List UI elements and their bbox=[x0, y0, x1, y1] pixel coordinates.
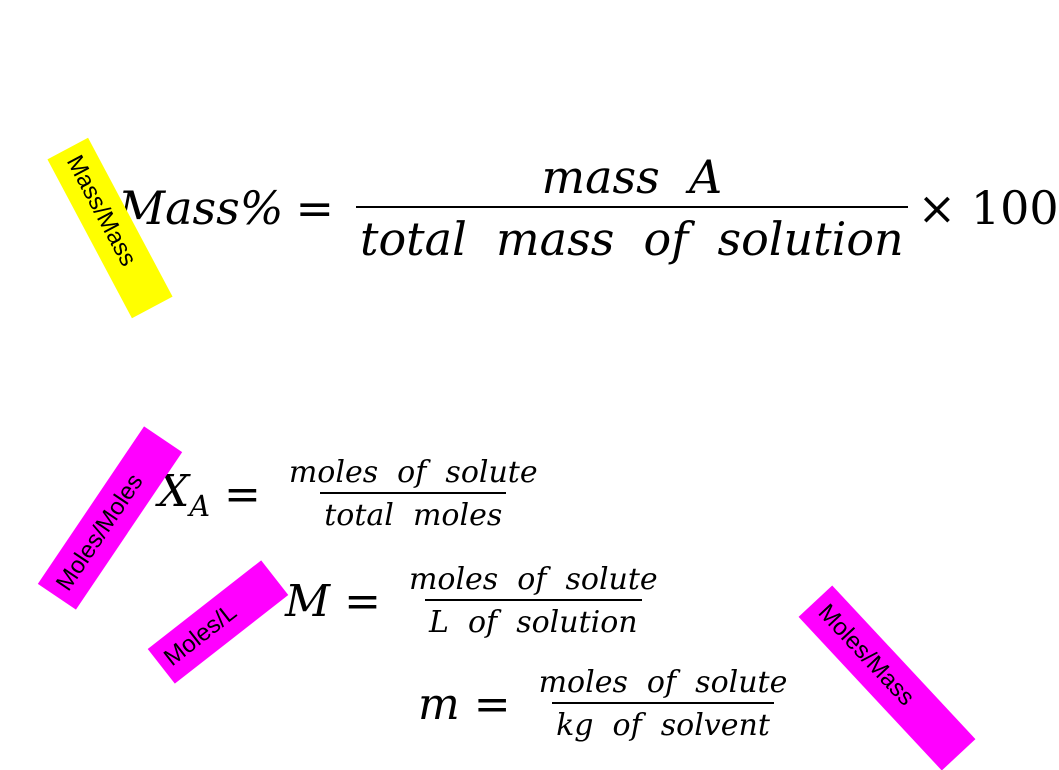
mole-fraction-lhs: XA bbox=[158, 466, 210, 523]
mole-fraction-equation: XA = moles of solute total moles bbox=[158, 455, 552, 533]
mass-percent-lhs: Mass% bbox=[118, 181, 284, 235]
fraction-denominator: total mass of solution bbox=[356, 206, 908, 266]
equals-sign: = bbox=[223, 468, 261, 520]
mass-percent-fraction: mass A total mass of solution bbox=[356, 150, 908, 266]
fraction-numerator: moles of solute bbox=[408, 562, 658, 597]
fraction-denominator: kg of solvent bbox=[552, 702, 774, 743]
molarity-fraction: moles of solute L of solution bbox=[405, 562, 662, 640]
moles-mass-tag: Moles/Mass bbox=[798, 585, 976, 770]
molarity-equation: M = moles of solute L of solution bbox=[285, 562, 672, 640]
fraction-denominator: total moles bbox=[320, 492, 507, 533]
mole-fraction-fraction: moles of solute total moles bbox=[285, 455, 542, 533]
moles-l-tag: Moles/L bbox=[147, 560, 289, 684]
molality-lhs: m bbox=[418, 678, 460, 730]
mass-percent-equation: Mass% = mass A total mass of solution × … bbox=[118, 150, 1059, 266]
fraction-numerator: mass A bbox=[541, 150, 723, 204]
mole-fraction-subscript: A bbox=[189, 488, 210, 523]
equals-sign: = bbox=[295, 181, 334, 235]
molality-equation: m = moles of solute kg of solvent bbox=[418, 665, 801, 743]
molarity-lhs: M bbox=[285, 575, 331, 627]
fraction-numerator: moles of solute bbox=[538, 665, 788, 700]
equals-sign: = bbox=[344, 575, 381, 627]
molality-fraction: moles of solute kg of solvent bbox=[535, 665, 792, 743]
fraction-numerator: moles of solute bbox=[288, 455, 538, 490]
equals-sign: = bbox=[473, 678, 511, 730]
multiplier: × 100 bbox=[917, 181, 1059, 235]
fraction-denominator: L of solution bbox=[424, 599, 642, 640]
